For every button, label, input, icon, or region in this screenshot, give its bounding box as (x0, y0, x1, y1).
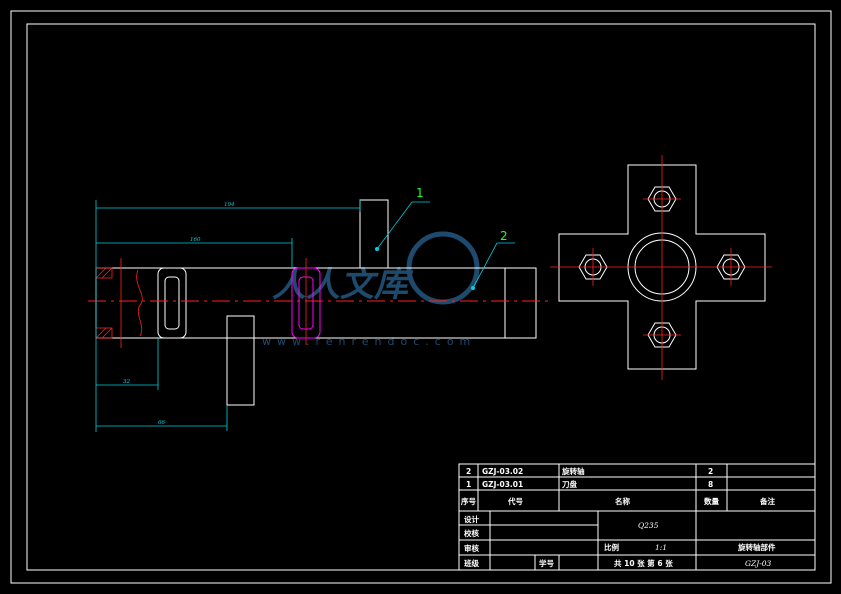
dim-text-194: 194 (224, 202, 235, 208)
leader-1 (376, 201, 430, 250)
slot-left-outer (157, 267, 187, 339)
part-label-1: 1 (416, 186, 424, 200)
material: Q235 (638, 521, 659, 530)
leaders (376, 201, 515, 289)
bom-row2-no: 2 (466, 467, 471, 476)
bom-row2-code: GZJ-03.02 (482, 467, 523, 476)
outer-border (10, 10, 832, 584)
bom-header-no: 序号 (461, 496, 476, 506)
leader-2 (472, 242, 515, 289)
watermark: 人人文库 www.renrendoc.com (262, 231, 480, 348)
hatch-line (101, 267, 113, 279)
scale-value: 1:1 (655, 543, 667, 552)
leader-2-dot (471, 286, 475, 290)
drawing-number: GZJ-03 (745, 559, 772, 568)
bom-header-name: 名称 (615, 496, 630, 506)
watermark-text: 人人文库 (272, 265, 414, 305)
dim-text-66: 66 (158, 420, 165, 426)
sheet-count: 共 10 张 第 6 张 (614, 558, 673, 568)
dim-text-32: 32 (123, 379, 130, 385)
hatch-line (101, 327, 113, 339)
part-name: 旋转轴部件 (737, 542, 776, 552)
check-label: 校核 (464, 528, 479, 538)
dim-text-160: 160 (190, 237, 201, 243)
bom-row1-name: 刀盘 (562, 479, 577, 489)
dimensions (95, 200, 361, 432)
bom-row1-qty: 8 (708, 480, 713, 489)
cutter-plate-top (359, 199, 389, 269)
bom-row1-code: GZJ-03.01 (482, 480, 523, 489)
bom-row2-name: 旋转轴 (561, 466, 585, 476)
tb-outer (458, 463, 816, 571)
side-view-centerlines (550, 155, 772, 380)
class-label: 班级 (464, 558, 479, 568)
bom-row1-no: 1 (466, 480, 471, 489)
scale-label: 比例 (604, 542, 619, 552)
student-no-label: 学号 (539, 558, 554, 568)
slot-left-inner (164, 276, 180, 330)
review-label: 审核 (464, 543, 479, 553)
bom-row2-qty: 2 (708, 467, 713, 476)
leader-1-dot (375, 247, 379, 251)
part-label-2: 2 (500, 229, 508, 243)
inner-border (26, 23, 816, 571)
design-label: 设计 (464, 514, 479, 524)
cross-outline (558, 164, 766, 370)
cutter-plate-bottom (226, 315, 255, 406)
bom-header-note: 备注 (759, 496, 775, 506)
break-line (136, 269, 143, 337)
bom-header-code: 代号 (507, 496, 523, 506)
hatch-line (95, 327, 107, 339)
title-block (458, 463, 816, 571)
hatch-line (95, 267, 107, 279)
hatch-left (95, 258, 143, 348)
bom-header-qty: 数量 (704, 496, 719, 506)
